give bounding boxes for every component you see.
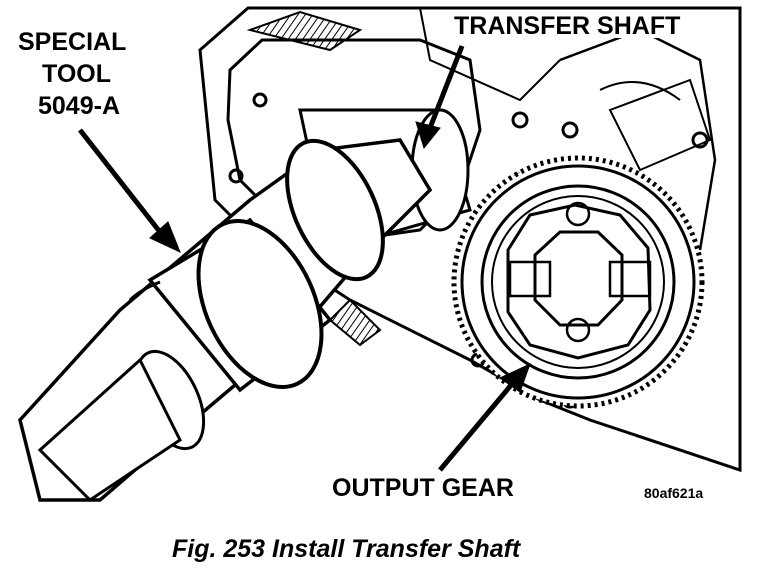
label-output-gear: OUTPUT GEAR: [332, 474, 514, 502]
leader-arrows: [78, 45, 531, 472]
special-tool-5049a: [18, 108, 472, 502]
output-gear: [451, 155, 705, 409]
label-transfer-shaft: TRANSFER SHAFT: [454, 12, 680, 40]
figure-code: 80af621a: [644, 485, 703, 501]
label-special-tool-line3: 5049-A: [38, 92, 120, 120]
figure-caption: Fig. 253 Install Transfer Shaft: [172, 535, 522, 563]
label-transfer-shaft-backing: [450, 10, 702, 38]
label-special-tool-line2: TOOL: [42, 60, 111, 88]
label-special-tool-line1: SPECIAL: [18, 28, 126, 56]
